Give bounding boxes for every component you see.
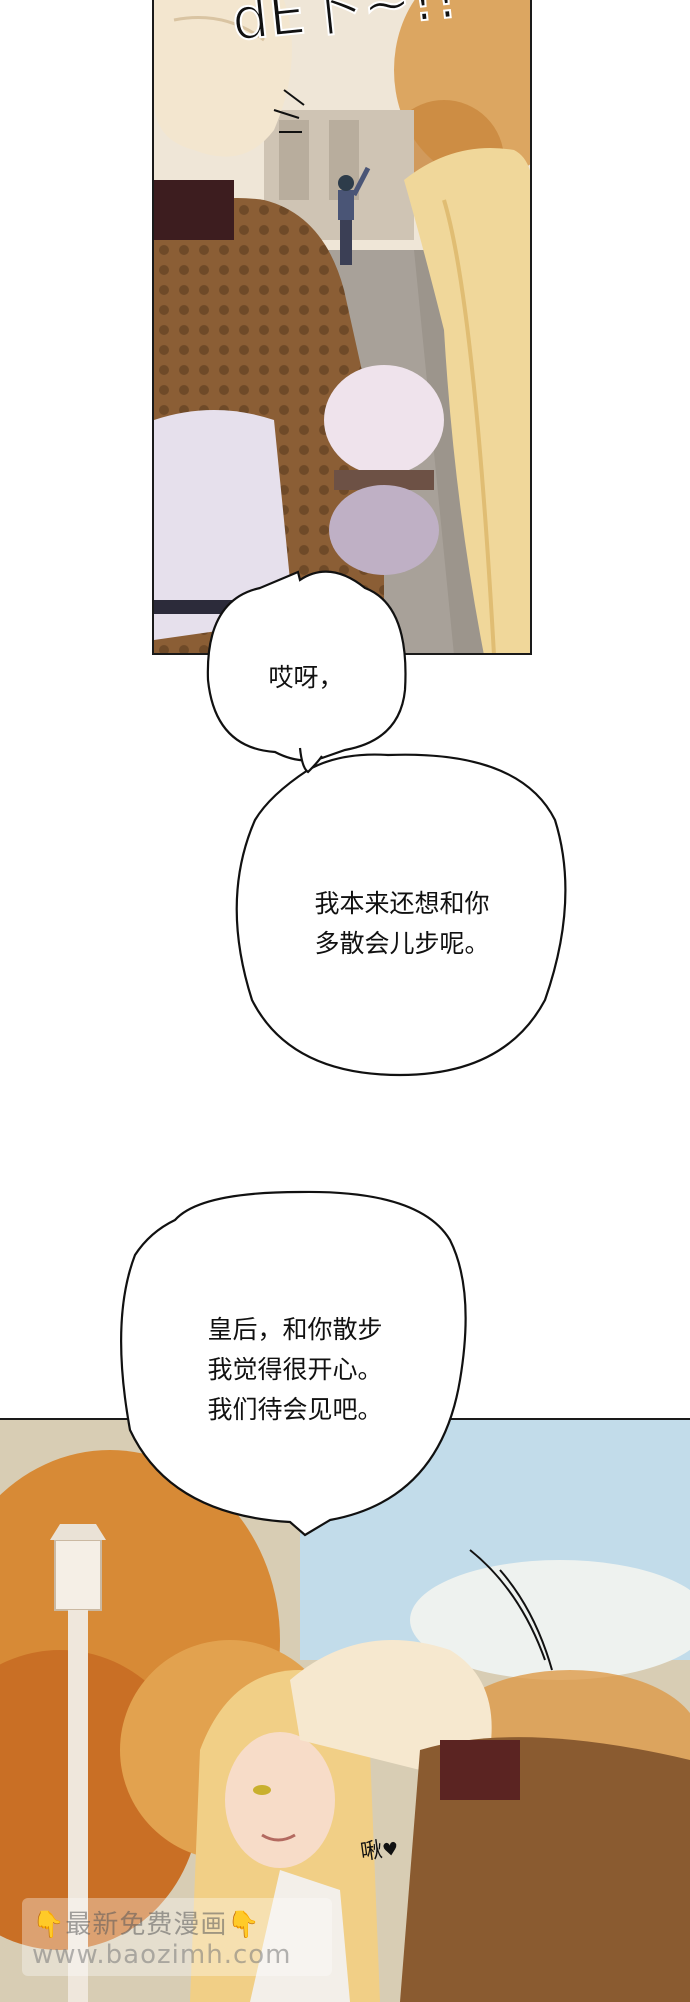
pointing-down-icon: 👇 [32, 1910, 66, 1940]
top-panel-illustration: dE卜~!! [152, 0, 532, 655]
watermark-title-row: 👇最新免费漫画👇 [32, 1904, 261, 1941]
bubble-3-line-3: 我们待会见吧。 [207, 1395, 383, 1424]
top-panel-art: dE卜~!! [154, 0, 530, 653]
bubble-2-line-1: 我本来还想和你 [314, 889, 490, 918]
bubble-1-line-1: 哎呀， [268, 663, 344, 692]
pointing-down-icon-right: 👇 [227, 1910, 261, 1940]
watermark: 👇最新免费漫画👇 www.baozimh.com [22, 1898, 332, 1976]
heart-icon: ♥ [381, 1838, 400, 1862]
bubble-3-text: 皇后，和你散步 我觉得很开心。 我们待会见吧。 [125, 1310, 465, 1430]
bubble-1-text: 哎呀， [206, 658, 406, 698]
sfx-kiss: 啾♥ [358, 1830, 400, 1867]
bubble-3-line-2: 我觉得很开心。 [207, 1355, 383, 1384]
watermark-title: 最新免费漫画 [65, 1910, 228, 1940]
bubble-2-line-2: 多散会儿步呢。 [314, 929, 490, 958]
bubble-2-text: 我本来还想和你 多散会儿步呢。 [242, 884, 562, 964]
bubble-3-line-1: 皇后，和你散步 [207, 1315, 383, 1344]
watermark-url: www.baozimh.com [32, 1940, 292, 1970]
